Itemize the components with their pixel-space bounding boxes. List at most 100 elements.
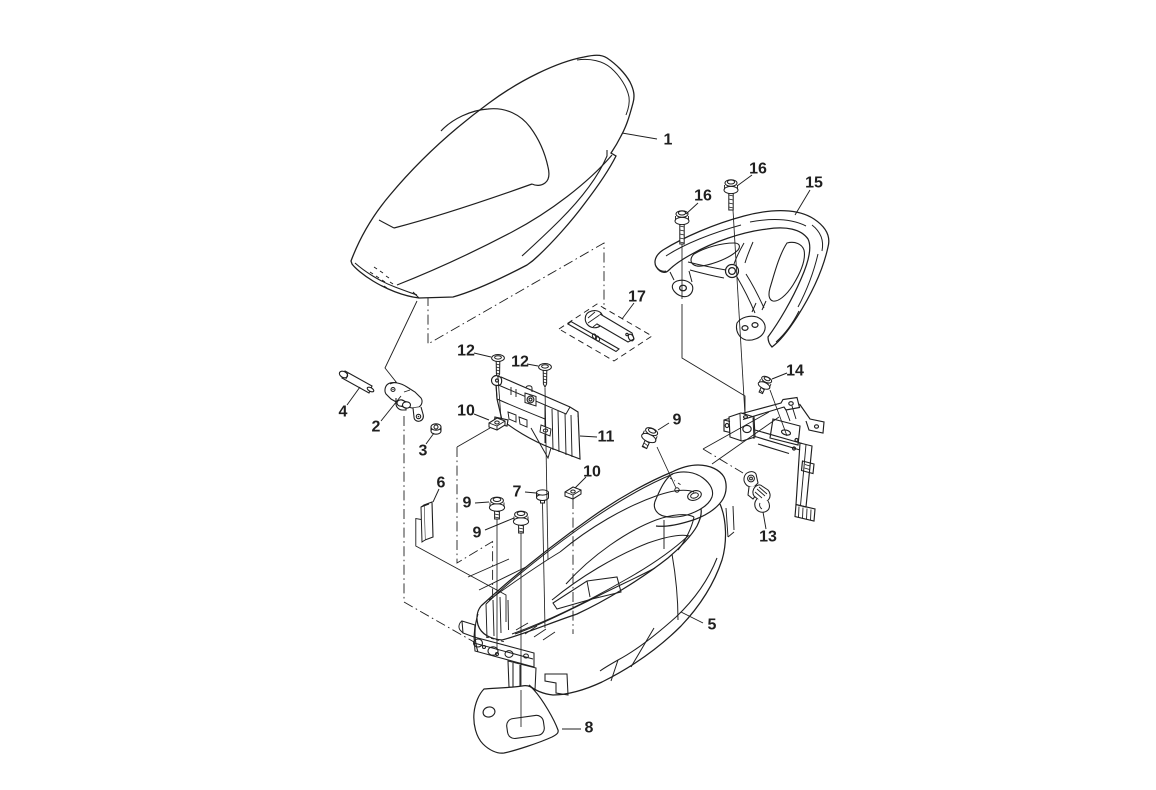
hinge-hole-dot bbox=[392, 388, 394, 391]
leader-line-0 bbox=[621, 132, 658, 140]
rack-tab-left-hole bbox=[678, 284, 688, 292]
callout-part-2-1: 2 bbox=[372, 419, 381, 436]
toolkit-dashed-box bbox=[558, 303, 653, 362]
rack-arm-upper bbox=[687, 261, 727, 279]
callout-part-5-4: 5 bbox=[708, 617, 717, 634]
group-78 bbox=[564, 486, 582, 500]
detail-line-62 bbox=[523, 653, 529, 659]
box-front-under bbox=[474, 613, 479, 653]
strip-face bbox=[423, 501, 434, 541]
group-82 bbox=[536, 489, 549, 504]
group-83 bbox=[757, 375, 773, 395]
box-rim-inner-line bbox=[485, 473, 674, 605]
guide-bolt14 bbox=[769, 389, 788, 437]
seat-nose-hook bbox=[412, 291, 420, 299]
clip10b-edges bbox=[564, 489, 582, 499]
detail-line-5 bbox=[627, 333, 635, 342]
subframe-link-line bbox=[702, 411, 770, 450]
box-wall-top-edge bbox=[488, 551, 561, 601]
rack-edge-detail-4 bbox=[749, 219, 807, 227]
latch-front-face bbox=[495, 383, 546, 420]
leader-line-3 bbox=[346, 386, 361, 406]
latch-panel-lines bbox=[510, 387, 517, 397]
leader-line-10 bbox=[657, 422, 670, 431]
group-81 bbox=[641, 427, 659, 450]
detail-line-51 bbox=[536, 489, 549, 496]
box-rear-tab bbox=[725, 505, 735, 538]
leader-line-19 bbox=[685, 202, 699, 215]
box-back-wall bbox=[559, 489, 695, 553]
group-77 bbox=[488, 417, 506, 431]
detail-line-13 bbox=[675, 213, 689, 221]
detail-line-7 bbox=[567, 320, 620, 353]
detail-line-32 bbox=[488, 503, 506, 512]
group-73 bbox=[674, 210, 690, 245]
part-bolt-9-a bbox=[488, 496, 506, 520]
rack-outline bbox=[654, 210, 830, 348]
seat-side-seam bbox=[396, 154, 613, 286]
detail-line-47 bbox=[647, 427, 657, 434]
callout-part-15-18: 15 bbox=[805, 175, 823, 192]
rack-arm-top bbox=[733, 241, 754, 265]
detail-line-55 bbox=[461, 620, 476, 638]
plate-outline bbox=[473, 685, 559, 754]
detail-line-63 bbox=[507, 660, 537, 691]
pin-head bbox=[338, 370, 349, 379]
rack-tab-bottom-links bbox=[751, 300, 767, 313]
group-74 bbox=[723, 179, 739, 211]
detail-line-70 bbox=[758, 378, 772, 388]
detail-line-29 bbox=[541, 364, 549, 369]
part-screw-7 bbox=[536, 489, 549, 504]
callout-part-9-9: 9 bbox=[473, 525, 482, 542]
leader-line-9 bbox=[484, 517, 515, 531]
leader-line-21 bbox=[621, 302, 635, 320]
callout-part-12-15: 12 bbox=[511, 354, 529, 371]
pin-collar bbox=[345, 372, 349, 380]
clip10b-hole bbox=[570, 489, 576, 494]
rack-cutout-right bbox=[768, 241, 805, 302]
seat-centerline bbox=[427, 242, 605, 345]
box-body-outline bbox=[528, 503, 727, 696]
rack-tab-hole-2 bbox=[751, 321, 759, 329]
pin-tip bbox=[366, 386, 375, 393]
seat-crest-piping bbox=[576, 58, 630, 116]
box-rim-front-edge bbox=[501, 508, 702, 641]
subframe-rail-hole-1 bbox=[794, 437, 799, 443]
group-75 bbox=[491, 354, 505, 379]
seat-nose-lip bbox=[354, 262, 418, 296]
part-screw-12-left bbox=[491, 354, 505, 379]
latch-brace bbox=[530, 427, 552, 460]
hinge-edge bbox=[389, 381, 411, 393]
rack-arm-lower bbox=[736, 273, 765, 314]
subframe-slot-plate bbox=[769, 418, 801, 446]
detail-line-1 bbox=[369, 266, 394, 289]
toolkit-rod bbox=[567, 320, 620, 353]
box-floor-edge bbox=[514, 567, 656, 635]
callout-part-6-5: 6 bbox=[437, 475, 446, 492]
toolkit-wrench bbox=[584, 310, 635, 343]
leader-lines bbox=[346, 132, 811, 730]
leader-line-4 bbox=[680, 611, 704, 624]
clip10a-edges bbox=[488, 420, 506, 430]
detail-line-57 bbox=[472, 638, 484, 648]
detail-line-41 bbox=[516, 511, 526, 516]
rack-edge-detail-5 bbox=[797, 253, 819, 308]
callout-part-10-12: 10 bbox=[583, 464, 601, 481]
callout-part-13-16: 13 bbox=[759, 529, 777, 546]
part-bolt-9-c bbox=[641, 427, 659, 450]
detail-line-26 bbox=[542, 369, 548, 389]
detail-line-25 bbox=[494, 355, 502, 360]
guide-screw7 bbox=[542, 502, 546, 629]
detail-line-21 bbox=[726, 179, 736, 185]
detail-line-27 bbox=[543, 372, 547, 384]
latch-catch-inner bbox=[528, 397, 533, 402]
callout-part-1-0: 1 bbox=[664, 132, 673, 149]
rack-boss-hole bbox=[727, 266, 737, 276]
guide-bolt9c bbox=[656, 446, 677, 489]
callout-part-3-2: 3 bbox=[419, 443, 428, 460]
box-step-line bbox=[586, 580, 591, 598]
callout-part-9-8: 9 bbox=[463, 495, 472, 512]
subframe-right-ext bbox=[799, 403, 825, 434]
callout-part-17-21: 17 bbox=[628, 289, 646, 306]
